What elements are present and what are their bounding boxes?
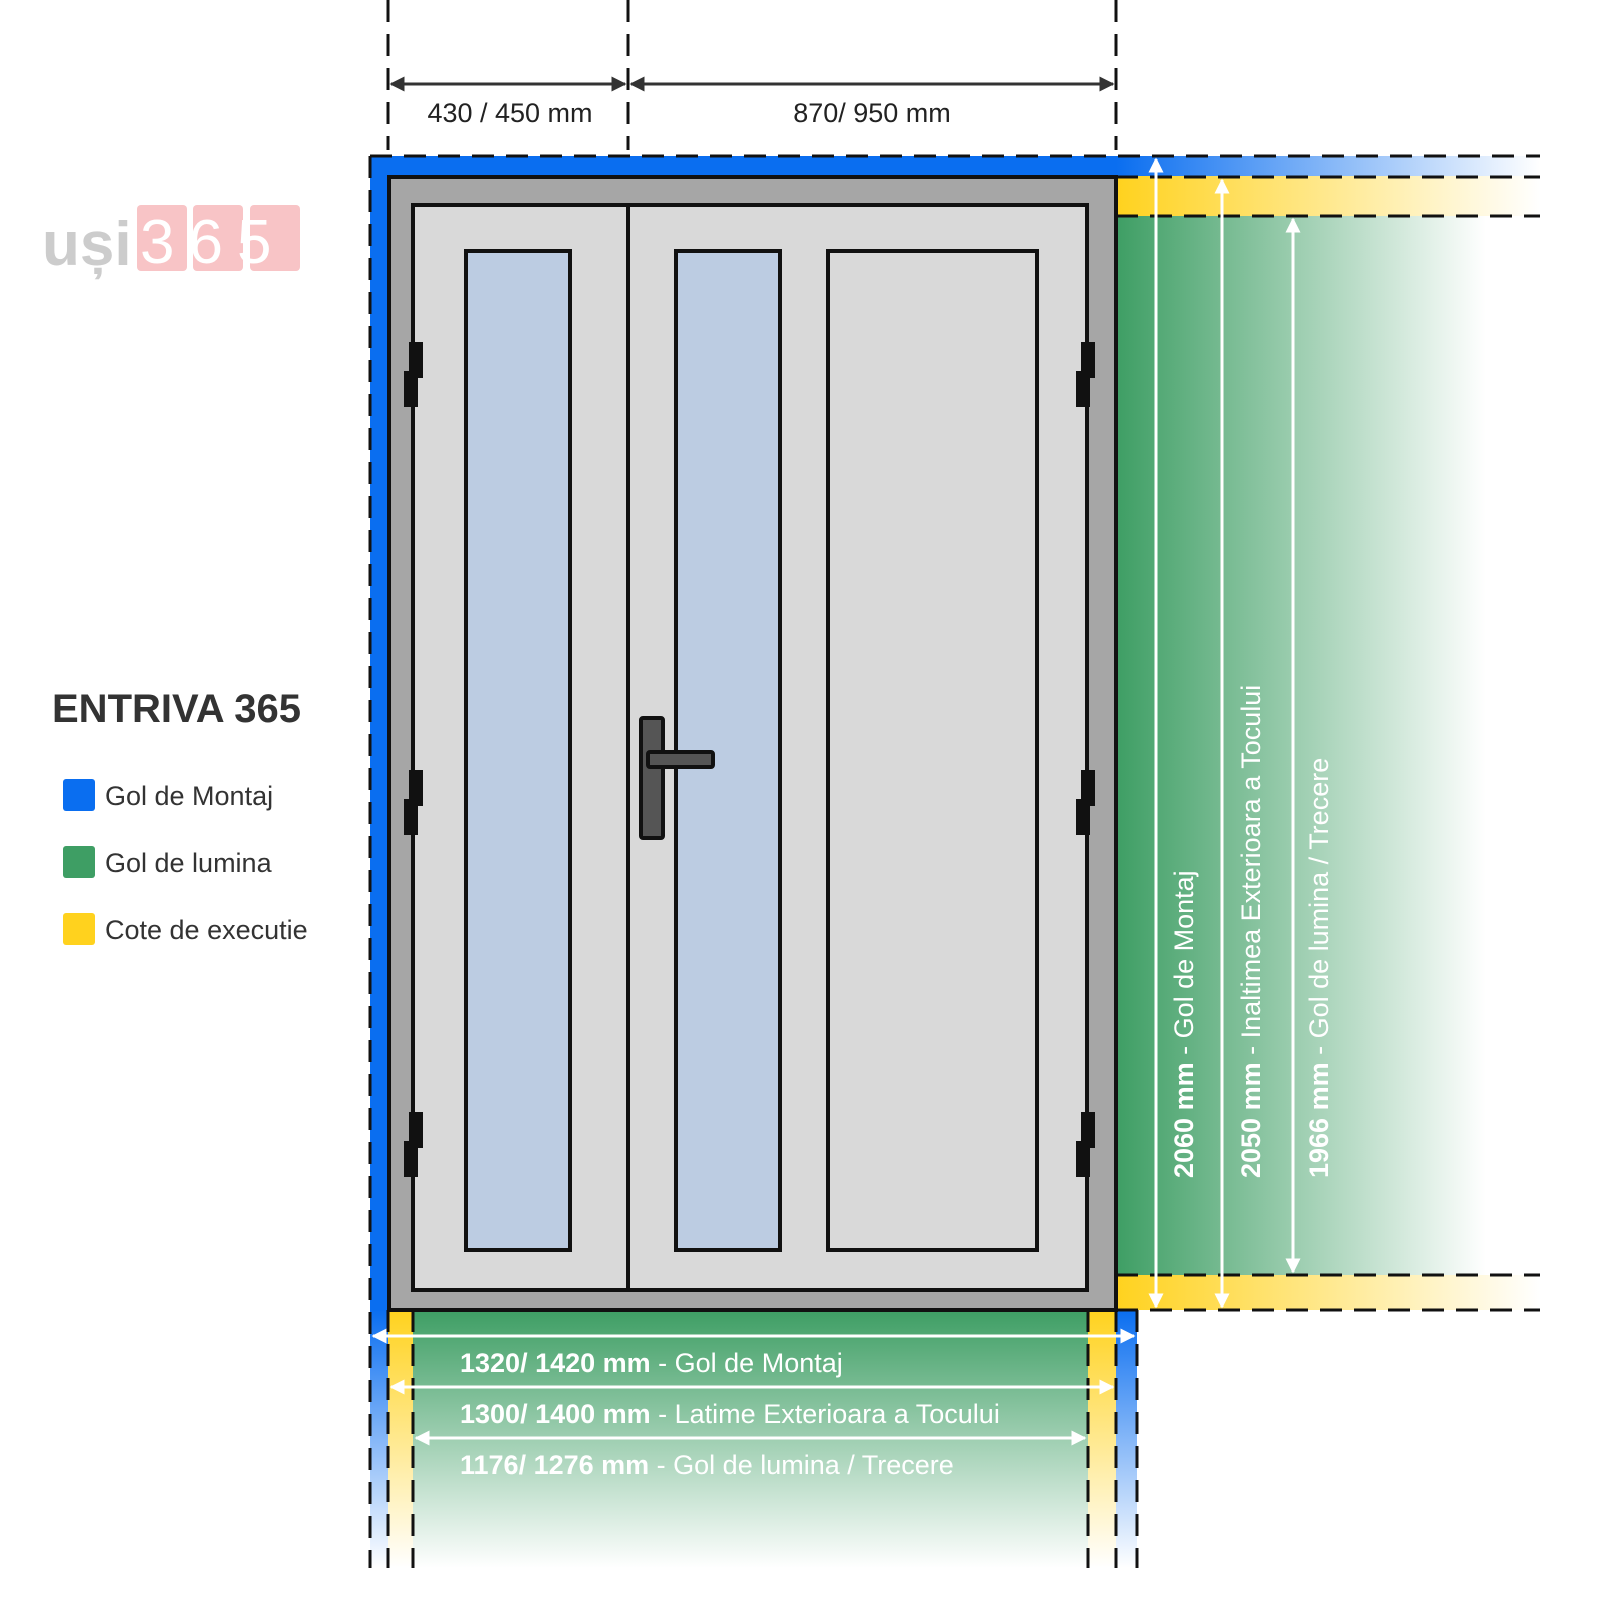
legend-label: Gol de Montaj	[105, 781, 273, 811]
height-dim-clear: 1966 mm - Gol de lumina / Trecere	[1304, 758, 1334, 1178]
door-drawing	[387, 175, 1118, 1312]
legend-swatch-yellow	[63, 913, 95, 945]
width-dim-frame: 1300/ 1400 mm - Latime Exterioara a Tocu…	[460, 1399, 1000, 1429]
product-title: ENTRIVA 365	[52, 687, 301, 731]
usi365-logo: uși 365	[42, 205, 300, 279]
solid-panel	[826, 249, 1039, 1252]
width-dim-clear: 1176/ 1276 mm - Gol de lumina / Trecere	[460, 1450, 954, 1480]
width-dim-montaj: 1320/ 1420 mm - Gol de Montaj	[460, 1348, 843, 1378]
legend-label: Gol de lumina	[105, 848, 273, 878]
height-dim-frame: 2050 mm - Inaltimea Exterioara a Tocului	[1236, 685, 1266, 1178]
legend-swatch-blue	[63, 779, 95, 811]
width-dim-left: 430 / 450 mm	[427, 98, 592, 128]
legend-swatch-green	[63, 846, 95, 878]
hinges	[404, 342, 1095, 1177]
legend-label: Cote de executie	[105, 915, 308, 945]
legend: Gol de Montaj Gol de lumina Cote de exec…	[63, 779, 308, 945]
svg-text:uși: uși	[42, 210, 132, 279]
svg-text:365: 365	[140, 208, 285, 277]
door-handle	[639, 716, 715, 840]
width-dim-right: 870/ 950 mm	[793, 98, 951, 128]
height-dim-montaj: 2060 mm - Gol de Montaj	[1169, 870, 1199, 1178]
glass-panel	[464, 249, 572, 1252]
